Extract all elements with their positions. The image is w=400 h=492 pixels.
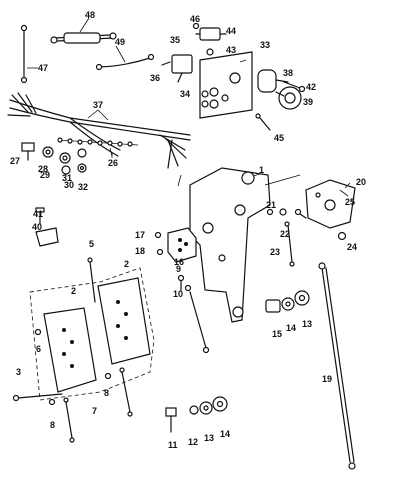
callout-44: 44 bbox=[226, 26, 236, 36]
screws-9-10 bbox=[177, 274, 192, 292]
nut-24 bbox=[337, 231, 347, 241]
callout-1: 1 bbox=[259, 165, 264, 175]
callout-48: 48 bbox=[85, 10, 95, 20]
callout-42: 42 bbox=[306, 82, 316, 92]
part-34 bbox=[201, 90, 209, 108]
callout-3: 3 bbox=[16, 367, 21, 377]
callout-12: 12 bbox=[188, 437, 198, 447]
callout-49: 49 bbox=[115, 37, 125, 47]
callout-34: 34 bbox=[180, 89, 190, 99]
callout-31: 31 bbox=[62, 173, 72, 183]
callout-22: 22 bbox=[280, 229, 290, 239]
callout-24: 24 bbox=[347, 242, 357, 252]
switch-35 bbox=[161, 54, 193, 83]
callout-7: 7 bbox=[92, 406, 97, 416]
spacers-13-15 bbox=[265, 290, 310, 313]
callout-2-left: 2 bbox=[71, 286, 76, 296]
screw-21-22 bbox=[266, 208, 287, 216]
rectifier-16 bbox=[167, 227, 197, 263]
switch-box-outline bbox=[29, 267, 155, 401]
callout-32: 32 bbox=[78, 182, 88, 192]
callout-40: 40 bbox=[32, 222, 42, 232]
ground-cable-19 bbox=[318, 262, 356, 470]
callout-36: 36 bbox=[150, 73, 160, 83]
callout-11: 11 bbox=[168, 440, 178, 450]
terminal-strip-26 bbox=[57, 137, 139, 157]
callout-41: 41 bbox=[33, 209, 43, 219]
screws-17-18 bbox=[154, 231, 164, 256]
fasteners-27-32 bbox=[21, 142, 87, 175]
wire-23 bbox=[284, 221, 295, 267]
mounting-plate-33 bbox=[199, 51, 253, 119]
switch-box-2-left bbox=[43, 307, 97, 393]
bolt-washers-11-14 bbox=[165, 396, 228, 433]
screws-8 bbox=[48, 372, 112, 406]
wires-7 bbox=[63, 367, 133, 443]
switch-44 bbox=[192, 22, 227, 41]
callout-9: 9 bbox=[176, 264, 181, 274]
callout-8-right: 8 bbox=[104, 388, 109, 398]
part-40-41 bbox=[35, 207, 59, 247]
callout-37: 37 bbox=[93, 100, 103, 110]
callout-13-bottom: 13 bbox=[204, 433, 214, 443]
screw-45 bbox=[255, 113, 271, 131]
callout-35: 35 bbox=[170, 35, 180, 45]
callout-43: 43 bbox=[226, 45, 236, 55]
callout-30: 30 bbox=[64, 180, 74, 190]
callout-39: 39 bbox=[303, 97, 313, 107]
callout-13-right: 13 bbox=[302, 319, 312, 329]
callout-25: 25 bbox=[345, 197, 355, 207]
callout-47: 47 bbox=[38, 63, 48, 73]
jumper-wire-49 bbox=[95, 53, 155, 71]
screw-3 bbox=[12, 393, 63, 402]
leader-lines bbox=[27, 17, 351, 197]
callout-27: 27 bbox=[10, 156, 20, 166]
callout-5: 5 bbox=[89, 239, 94, 249]
callout-23: 23 bbox=[270, 247, 280, 257]
callout-8-left: 8 bbox=[50, 420, 55, 430]
callout-45: 45 bbox=[274, 133, 284, 143]
lead-wire-47 bbox=[20, 24, 28, 84]
ground-wire bbox=[189, 291, 210, 354]
callout-33: 33 bbox=[260, 40, 270, 50]
callout-labels: 48 49 47 37 26 27 28 29 30 31 32 33 34 3… bbox=[10, 10, 366, 450]
callout-46: 46 bbox=[190, 14, 200, 24]
callout-38: 38 bbox=[283, 68, 293, 78]
screw-25 bbox=[294, 208, 307, 219]
callout-20: 20 bbox=[356, 177, 366, 187]
callout-6: 6 bbox=[36, 344, 41, 354]
callout-10: 10 bbox=[173, 289, 183, 299]
callout-19: 19 bbox=[322, 374, 332, 384]
callout-14-right: 14 bbox=[286, 323, 296, 333]
ground-strap-48 bbox=[50, 32, 117, 44]
callout-16: 16 bbox=[174, 257, 184, 267]
wire-5 bbox=[87, 257, 96, 303]
callout-18: 18 bbox=[135, 246, 145, 256]
callout-28: 28 bbox=[38, 164, 48, 174]
callout-2-right: 2 bbox=[124, 259, 129, 269]
callout-15: 15 bbox=[272, 329, 282, 339]
switch-box-2-right bbox=[97, 277, 151, 365]
callout-29: 29 bbox=[40, 170, 50, 180]
callout-21: 21 bbox=[266, 200, 276, 210]
callout-14-bottom: 14 bbox=[220, 429, 230, 439]
part-6 bbox=[34, 328, 42, 336]
knob-38-39 bbox=[257, 69, 302, 110]
nut-43 bbox=[206, 48, 214, 56]
mounting-bracket-1 bbox=[189, 167, 301, 323]
callout-26: 26 bbox=[108, 158, 118, 168]
screw-42 bbox=[283, 81, 306, 93]
callout-17: 17 bbox=[135, 230, 145, 240]
